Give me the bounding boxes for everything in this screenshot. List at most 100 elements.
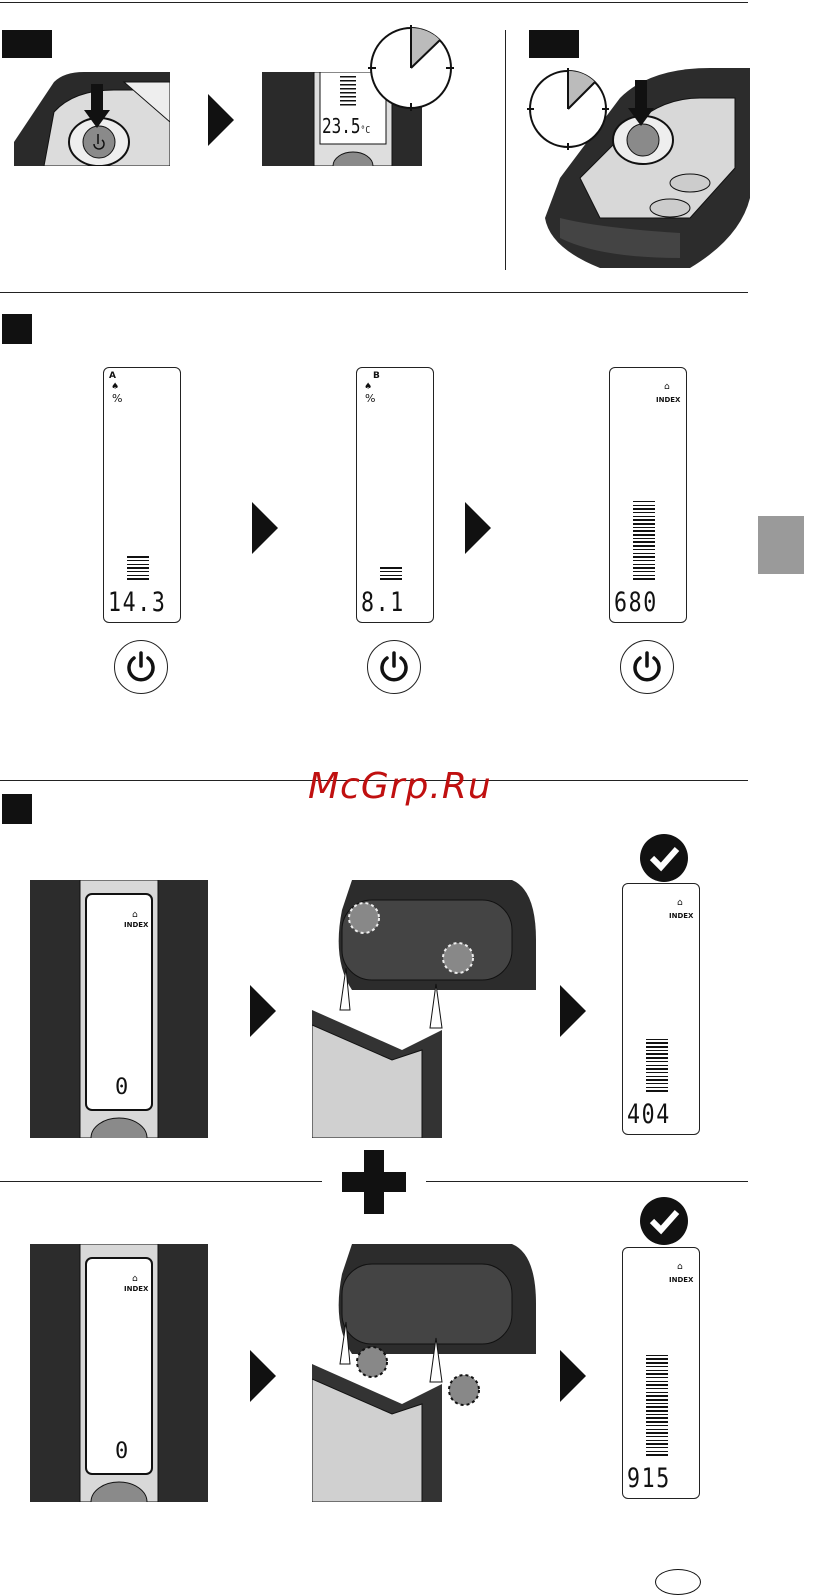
level-bar bbox=[646, 1451, 668, 1453]
level-bar bbox=[646, 1429, 668, 1431]
level-bar bbox=[646, 1425, 668, 1427]
power-icon bbox=[115, 641, 167, 693]
level-bar bbox=[646, 1076, 668, 1078]
level-bar bbox=[646, 1046, 668, 1048]
level-bar bbox=[633, 508, 655, 510]
level-bar bbox=[646, 1057, 668, 1059]
level-bar bbox=[633, 538, 655, 540]
level-bar bbox=[633, 530, 655, 532]
side-tab bbox=[758, 516, 804, 574]
level-bar bbox=[633, 505, 655, 507]
device-value: 0 bbox=[115, 1075, 128, 1100]
level-bar bbox=[646, 1061, 668, 1063]
level-bar bbox=[646, 1421, 668, 1423]
probe-test-illustration-2 bbox=[312, 1244, 536, 1502]
level-bar bbox=[646, 1377, 668, 1379]
temperature-unit: °C bbox=[361, 125, 371, 136]
level-bar bbox=[646, 1079, 668, 1081]
arrow-right-icon bbox=[250, 1350, 276, 1402]
device-index-label-2: INDEX bbox=[124, 1285, 148, 1293]
level-bar bbox=[646, 1366, 668, 1368]
level-bar bbox=[127, 575, 149, 577]
level-bar bbox=[646, 1065, 668, 1067]
tree-icon: ♠ bbox=[364, 382, 372, 392]
device-power-press-illustration bbox=[14, 72, 170, 166]
level-bar bbox=[646, 1432, 668, 1434]
level-bar bbox=[646, 1388, 668, 1390]
device-index-label: INDEX bbox=[124, 921, 148, 929]
level-bar bbox=[127, 571, 149, 573]
result-display-2: ⌂ INDEX 915 bbox=[622, 1247, 700, 1499]
section-tag-3 bbox=[2, 794, 32, 824]
power-button[interactable] bbox=[114, 640, 168, 694]
display-mode-b: B ♠ % 8.1 bbox=[356, 367, 434, 623]
step-tag-1 bbox=[2, 30, 52, 58]
section-tag-2 bbox=[2, 314, 32, 344]
level-bar bbox=[646, 1042, 668, 1044]
level-bar bbox=[633, 523, 655, 525]
display-mode-b-unit: % bbox=[365, 392, 375, 405]
temperature-value: 23.5 bbox=[322, 114, 361, 138]
display-mode-b-label: B bbox=[373, 371, 380, 381]
display-index-value: 680 bbox=[614, 587, 658, 618]
level-bar bbox=[633, 501, 655, 503]
display-mode-a-label: A bbox=[109, 371, 116, 381]
level-bar bbox=[633, 534, 655, 536]
result-display-1: ⌂ INDEX 404 bbox=[622, 883, 700, 1135]
section-rule-1 bbox=[0, 292, 748, 293]
level-bar bbox=[646, 1355, 668, 1357]
level-bar bbox=[646, 1362, 668, 1364]
house-icon: ⌂ bbox=[664, 382, 670, 392]
plus-rule-right bbox=[426, 1181, 748, 1182]
level-bar bbox=[646, 1410, 668, 1412]
level-bar bbox=[633, 545, 655, 547]
level-bar bbox=[633, 553, 655, 555]
power-icon bbox=[621, 641, 673, 693]
level-bar bbox=[633, 527, 655, 529]
level-bar bbox=[633, 567, 655, 569]
level-bar bbox=[380, 571, 402, 573]
device-value-2: 0 bbox=[115, 1439, 128, 1464]
tree-icon: ♠ bbox=[111, 382, 119, 392]
level-bar bbox=[633, 549, 655, 551]
temperature-readout: 23.5°C bbox=[322, 114, 370, 138]
power-button[interactable] bbox=[620, 640, 674, 694]
level-bar bbox=[127, 556, 149, 558]
display-index-unit: INDEX bbox=[656, 396, 680, 404]
level-bar bbox=[646, 1050, 668, 1052]
level-bar bbox=[633, 560, 655, 562]
house-icon: ⌂ bbox=[677, 898, 683, 908]
level-bar bbox=[646, 1399, 668, 1401]
level-bar bbox=[646, 1384, 668, 1386]
house-icon: ⌂ bbox=[132, 1274, 138, 1284]
house-icon: ⌂ bbox=[132, 910, 138, 920]
level-bar bbox=[646, 1068, 668, 1070]
level-bar bbox=[646, 1381, 668, 1383]
arrow-right-icon bbox=[560, 1350, 586, 1402]
top-rule bbox=[0, 2, 748, 3]
result-display-2-bars bbox=[646, 1355, 668, 1458]
arrow-right-icon bbox=[208, 94, 234, 146]
power-button[interactable] bbox=[367, 640, 421, 694]
level-bar bbox=[646, 1373, 668, 1375]
page-oval bbox=[655, 1569, 701, 1595]
level-bar bbox=[127, 567, 149, 569]
level-bar bbox=[646, 1083, 668, 1085]
check-mark bbox=[640, 834, 688, 882]
level-bar bbox=[646, 1403, 668, 1405]
level-bar bbox=[646, 1053, 668, 1055]
level-bar bbox=[633, 512, 655, 514]
display-mode-a-value: 14.3 bbox=[108, 587, 166, 618]
vertical-divider bbox=[505, 30, 506, 270]
level-bar bbox=[127, 578, 149, 580]
level-bar bbox=[380, 567, 402, 569]
plus-icon bbox=[342, 1150, 406, 1214]
watermark: McGrp.Ru bbox=[308, 766, 492, 807]
level-bar bbox=[646, 1440, 668, 1442]
arrow-right-icon bbox=[250, 985, 276, 1037]
level-bar bbox=[646, 1392, 668, 1394]
level-bar bbox=[646, 1406, 668, 1408]
arrow-right-icon bbox=[465, 502, 491, 554]
level-bar bbox=[646, 1447, 668, 1449]
result-display-1-value: 404 bbox=[627, 1099, 671, 1130]
